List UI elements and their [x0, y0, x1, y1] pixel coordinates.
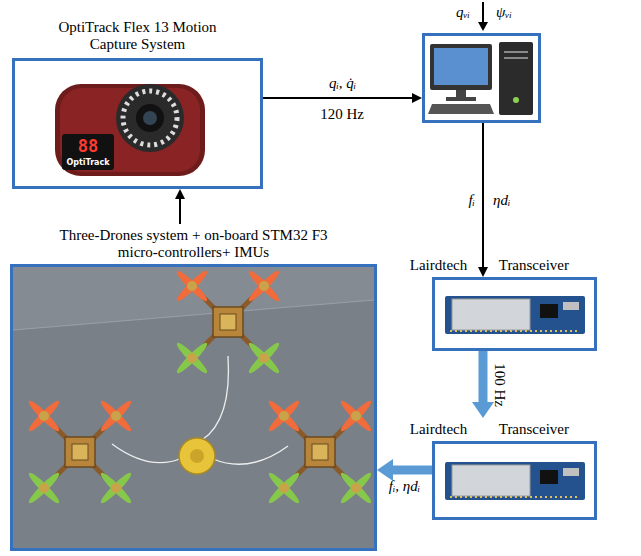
connector: [478, 123, 488, 277]
edge-label: 100 Hz: [491, 363, 508, 407]
transceiver-box: Lairdtech Transceiver: [432, 441, 597, 520]
connector-line: [392, 466, 432, 475]
edge-label: fᵢ, ηdᵢ: [389, 478, 420, 495]
arrow-head: [175, 189, 185, 199]
edge-label: fᵢ: [468, 192, 475, 209]
connector-line: [179, 198, 181, 224]
signal-label: qᵥᵢ: [456, 4, 470, 21]
node-heading: Lairdtech Transceiver: [410, 421, 569, 438]
node-heading: OptiTrack Flex 13 Motion Capture System: [58, 19, 218, 53]
edge-label: qᵢ, q̇ᵢ: [329, 75, 356, 92]
signal-label: ηdᵢ: [493, 192, 510, 209]
connector-line: [482, 123, 484, 268]
connector: [377, 459, 432, 481]
connector: [472, 351, 494, 418]
system-box: OptiTrack Flex 13 Motion Capture System: [12, 58, 263, 189]
computer-icon: [428, 42, 533, 115]
input-arrow: [478, 2, 488, 31]
node-heading: Three-Drones system + on-board STM32 F3 …: [54, 227, 334, 261]
connector-line: [263, 97, 413, 99]
node-heading: Lairdtech Transceiver: [410, 257, 569, 274]
connector: [175, 189, 185, 224]
arrow-head: [472, 402, 494, 418]
drones-box: Three-Drones system + on-board STM32 F3 …: [10, 264, 377, 551]
connector: [263, 93, 422, 103]
drones-photo: [13, 267, 374, 548]
signal-label: ψᵥᵢ: [496, 4, 512, 21]
arrow-head: [377, 459, 393, 481]
transceiver-board: [445, 296, 585, 334]
arrow-head: [412, 93, 422, 103]
computer-box: [422, 33, 541, 123]
transceiver-board: [445, 462, 585, 500]
transceiver-box: Lairdtech Transceiver: [432, 277, 597, 351]
brand-text: OptiTrack: [66, 158, 109, 167]
rate-label: 120 Hz: [320, 106, 364, 123]
connector-line: [479, 351, 488, 403]
mocap-camera: [55, 84, 205, 176]
display-digits: 88: [78, 138, 98, 155]
